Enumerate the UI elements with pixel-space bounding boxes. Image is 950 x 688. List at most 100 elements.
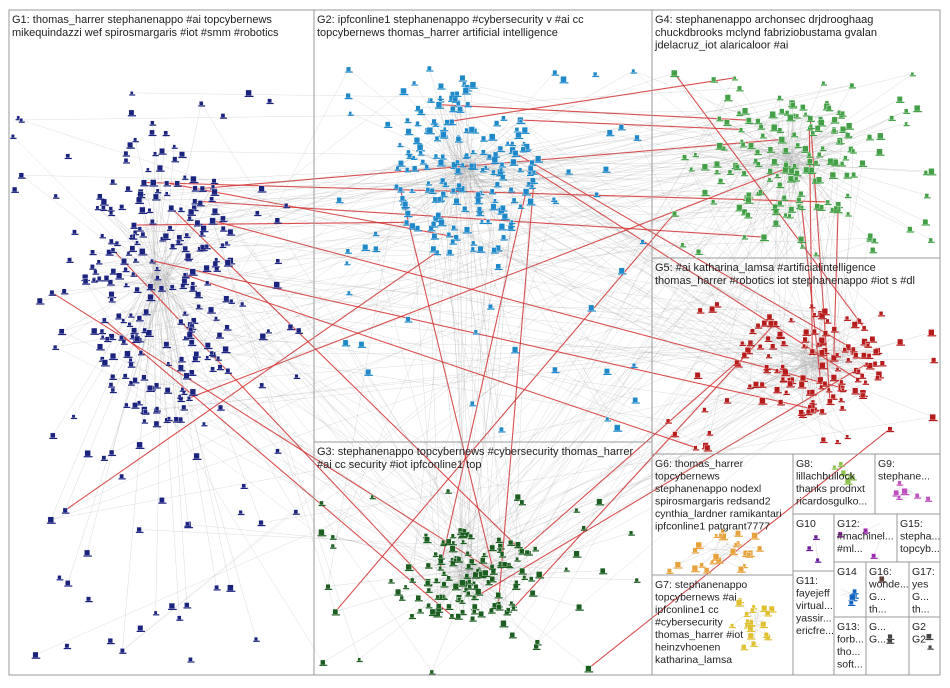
edge [50, 272, 154, 520]
vertex [185, 252, 192, 259]
vertex [767, 177, 772, 181]
vertex [456, 556, 462, 562]
vertex [140, 231, 146, 237]
vertex-label [818, 355, 827, 357]
vertex-label [500, 239, 508, 241]
vertex-label [209, 370, 217, 373]
vertex [695, 541, 702, 549]
vertex [512, 150, 519, 157]
vertex-label [109, 358, 118, 361]
vertex-label [526, 174, 534, 177]
vertex-label [128, 316, 135, 318]
vertex-label [462, 157, 470, 159]
vertex-label [136, 404, 143, 406]
vertex [518, 204, 523, 208]
vertex-label [414, 125, 422, 127]
vertex-label [221, 352, 231, 354]
vertex [415, 121, 420, 126]
vertex [450, 188, 456, 193]
vertex [724, 94, 731, 101]
vertex-label [749, 611, 757, 614]
vertex [666, 418, 671, 423]
vertex-label [15, 119, 22, 121]
vertex-label [617, 273, 627, 275]
edge [150, 277, 168, 287]
vertex-label [138, 354, 145, 356]
vertex-label [109, 391, 117, 394]
vertex-label [815, 345, 822, 347]
vertex-label [124, 190, 133, 192]
vertex [727, 169, 733, 175]
vertex-label [763, 369, 771, 371]
edge-strong [588, 428, 891, 669]
vertex [128, 358, 133, 362]
vertex-label [437, 563, 446, 565]
vertex [193, 452, 200, 459]
edge [520, 205, 769, 339]
vertex-label [408, 228, 418, 230]
vertex [431, 118, 437, 124]
vertex-label [776, 186, 785, 189]
edge [151, 260, 769, 339]
vertex-label [801, 151, 811, 153]
vertex-label [744, 353, 753, 355]
vertex [430, 245, 437, 252]
vertex [506, 607, 511, 612]
vertex [121, 318, 126, 323]
vertex [489, 564, 495, 569]
vertex-label [106, 643, 115, 645]
vertex-label [848, 87, 856, 89]
vertex-label [66, 261, 74, 263]
vertex [472, 609, 477, 614]
vertex [810, 408, 815, 413]
vertex [760, 233, 768, 241]
vertex-label [223, 244, 231, 246]
vertex-label [177, 370, 186, 372]
vertex [832, 465, 837, 469]
vertex-label [483, 168, 490, 170]
vertex-label [424, 585, 433, 587]
edge [456, 200, 821, 314]
vertex-label [888, 119, 896, 121]
vertex [253, 636, 258, 641]
edge [111, 240, 157, 276]
vertex-label [736, 114, 743, 117]
vertex-label [219, 220, 228, 223]
vertex [926, 633, 932, 640]
edge [452, 108, 474, 161]
vertex [18, 172, 24, 178]
vertex-label [292, 513, 300, 515]
vertex [497, 145, 504, 152]
vertex-label [177, 421, 185, 423]
vertex [373, 231, 378, 236]
edge [452, 193, 802, 549]
vertex [778, 399, 784, 405]
vertex [358, 341, 365, 347]
vertex-label [759, 626, 768, 629]
vertex [332, 608, 339, 615]
vertex-label [404, 321, 413, 323]
vertex-label [525, 185, 533, 187]
edge [469, 166, 502, 211]
vertex [839, 126, 846, 133]
vertex-label [404, 122, 412, 124]
vertex-label [128, 250, 137, 253]
vertex [179, 151, 185, 158]
vertex [509, 632, 515, 638]
vertex-label [18, 121, 25, 123]
vertex-label [713, 306, 722, 308]
vertex-label [584, 671, 594, 673]
vertex-label [473, 333, 480, 335]
vertex-label [497, 565, 504, 567]
vertex [415, 594, 422, 601]
vertex [481, 149, 486, 155]
vertex-label [162, 134, 170, 137]
vertex-label [756, 550, 764, 552]
vertex-label [426, 70, 434, 72]
vertex-label [100, 204, 109, 206]
vertex-label [806, 156, 814, 158]
vertex-label [460, 542, 467, 545]
vertex [168, 602, 176, 610]
vertex [489, 188, 495, 194]
vertex [154, 382, 160, 388]
